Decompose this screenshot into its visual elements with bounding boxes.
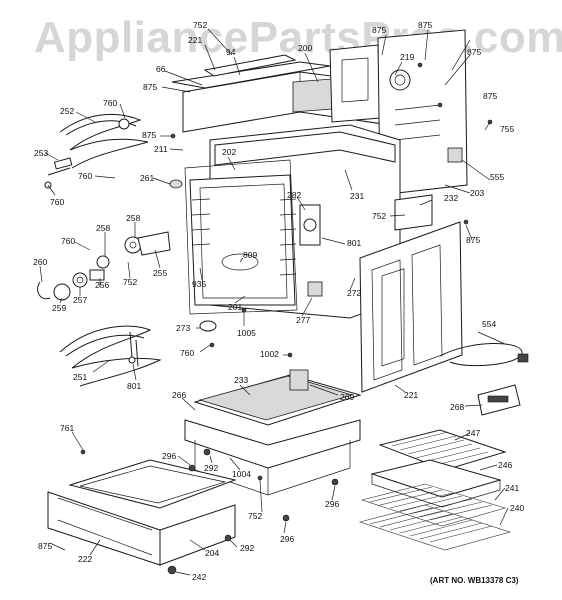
callout-242: 242	[192, 572, 206, 582]
leader-lines	[39, 28, 509, 576]
callout-202: 202	[222, 147, 236, 157]
callout-760: 760	[103, 98, 117, 108]
callout-261: 261	[140, 173, 154, 183]
callout-760: 760	[78, 171, 92, 181]
callout-246: 246	[498, 460, 512, 470]
callout-809: 809	[243, 250, 257, 260]
callout-200: 200	[298, 43, 312, 53]
callout-203: 203	[470, 188, 484, 198]
callout-875: 875	[372, 25, 386, 35]
callout-241: 241	[505, 483, 519, 493]
callout-204: 204	[205, 548, 219, 558]
watermark-text: AppliancePartsPros.com	[34, 13, 562, 62]
callout-1005: 1005	[237, 328, 256, 338]
oven-body	[189, 124, 433, 319]
side-panel	[359, 221, 463, 393]
callout-555: 555	[490, 172, 504, 182]
callout-258: 258	[126, 213, 140, 223]
callout-296: 296	[162, 451, 176, 461]
callout-801: 801	[127, 381, 141, 391]
callout-221: 221	[404, 390, 418, 400]
callout-268: 268	[450, 402, 464, 412]
callout-260: 260	[33, 257, 47, 267]
callout-875: 875	[467, 47, 481, 57]
oven-door-frame	[184, 159, 298, 315]
callout-219: 219	[400, 52, 414, 62]
callout-231: 231	[350, 191, 364, 201]
callout-752: 752	[372, 211, 386, 221]
callout-935: 935	[192, 279, 206, 289]
callout-252: 252	[60, 106, 74, 116]
callout-1002: 1002	[260, 349, 279, 359]
callout-761: 761	[60, 423, 74, 433]
callout-272: 272	[347, 288, 361, 298]
power-cord	[439, 343, 529, 367]
callout-875: 875	[142, 130, 156, 140]
left-controls	[37, 179, 217, 332]
storage-drawer	[47, 459, 237, 566]
hardware	[80, 62, 493, 575]
callout-266: 266	[172, 390, 186, 400]
callout-296: 296	[280, 534, 294, 544]
callout-258: 258	[96, 223, 110, 233]
callout-255: 255	[153, 268, 167, 278]
callout-94: 94	[226, 47, 236, 57]
broil-element	[44, 113, 149, 189]
callout-201: 201	[228, 302, 242, 312]
callout-296: 296	[325, 499, 339, 509]
callout-752: 752	[123, 277, 137, 287]
callout-277: 277	[296, 315, 310, 325]
rack-clip	[477, 384, 521, 416]
callout-875: 875	[483, 91, 497, 101]
callout-259: 259	[52, 303, 66, 313]
callout-292: 292	[240, 543, 254, 553]
callout-875: 875	[38, 541, 52, 551]
callout-253: 253	[34, 148, 48, 158]
callout-247: 247	[466, 428, 480, 438]
callout-221: 221	[188, 35, 202, 45]
callout-222: 222	[78, 554, 92, 564]
callout-232: 232	[444, 193, 458, 203]
callout-282: 282	[287, 190, 301, 200]
callout-273: 273	[176, 323, 190, 333]
callout-1004: 1004	[232, 469, 251, 479]
callout-760: 760	[180, 348, 194, 358]
callout-554: 554	[482, 319, 496, 329]
callout-233: 233	[234, 375, 248, 385]
callout-752: 752	[193, 20, 207, 30]
callout-875: 875	[143, 82, 157, 92]
callout-292: 292	[204, 463, 218, 473]
callout-257: 257	[73, 295, 87, 305]
callout-755: 755	[500, 124, 514, 134]
callout-875: 875	[466, 235, 480, 245]
callout-211: 211	[154, 144, 168, 154]
bake-element	[59, 325, 162, 387]
callout-240: 240	[510, 503, 524, 513]
callout-760: 760	[61, 236, 75, 246]
callout-875: 875	[418, 20, 432, 30]
callout-760: 760	[50, 197, 64, 207]
art-number: (ART NO. WB13378 C3)	[430, 576, 519, 585]
callout-251: 251	[73, 372, 87, 382]
callout-256: 256	[95, 280, 109, 290]
oven-racks	[358, 429, 512, 551]
callout-269: 269	[340, 392, 354, 402]
callout-801: 801	[347, 238, 361, 248]
callout-66: 66	[156, 64, 166, 74]
callout-labels: 752 221 94 200 875 219 875 875 66 875 87…	[33, 20, 524, 582]
drawer-support	[184, 369, 362, 496]
callout-752: 752	[248, 511, 262, 521]
